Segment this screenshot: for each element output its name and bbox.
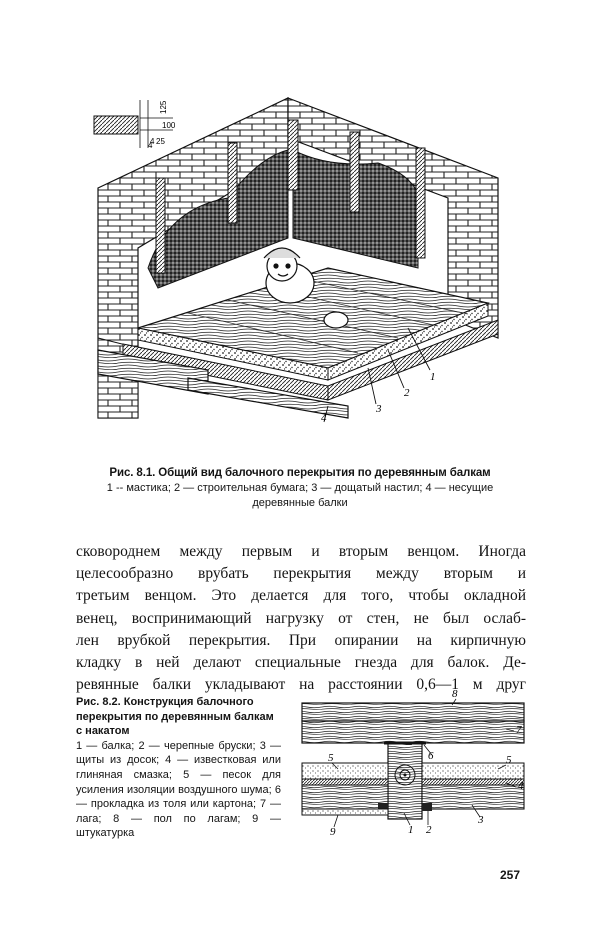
svg-text:100: 100: [162, 121, 176, 130]
label-2: 2: [426, 824, 432, 836]
label-4: 4: [321, 412, 327, 424]
figure-8-1-legend-line1: 1 -- мастика; 2 — строительная бумага; 3…: [106, 482, 494, 494]
svg-text:25: 25: [156, 137, 165, 146]
label-9: 9: [330, 826, 336, 838]
text-line: венец, воспринимающий нагрузку от стен, …: [76, 609, 526, 627]
figure-8-2-legend: 1 — балка; 2 — черепные бруски; 3 — щиты…: [76, 739, 281, 840]
label-5-left: 5: [328, 752, 334, 764]
label-1: 1: [408, 824, 414, 836]
figure-8-1-caption: Рис. 8.1. Общий вид балочного перекрытия…: [70, 466, 530, 511]
figure-8-1-title: Рис. 8.1. Общий вид балочного перекрытия…: [109, 467, 491, 479]
label-3: 3: [477, 814, 484, 826]
label-2: 2: [404, 387, 410, 399]
page-number: 257: [500, 868, 521, 882]
text-line: кладку в ней делают специальные гнезда д…: [76, 654, 526, 672]
figure-8-2-title: Рис. 8.2. Конструкция балочного перекрыт…: [76, 696, 274, 738]
body-paragraph: сковороднем между первым и вторым венцом…: [76, 541, 526, 696]
label-3: 3: [375, 403, 382, 415]
svg-text:4: 4: [148, 141, 153, 150]
text-line: третьим венцом. Это делается для того, ч…: [76, 587, 526, 605]
label-6: 6: [428, 750, 434, 762]
label-4: 4: [518, 780, 524, 792]
label-5-right: 5: [506, 754, 512, 766]
cartoon-figure: [263, 247, 349, 329]
figure-8-2-illustration: 8 7 6 5 5 4 1 2 3 9: [301, 688, 525, 838]
figure-8-1-legend-line2: деревянные балки: [252, 497, 348, 509]
svg-text:4: 4: [150, 137, 155, 146]
dimension-inset: 4 25 100 125 4: [93, 100, 176, 150]
text-line: ревянные балки укладывают на расстоянии …: [76, 676, 526, 694]
label-8: 8: [452, 688, 458, 700]
figure-8-1-illustration: 4 25 100 125 4 1 2 3 4: [93, 97, 499, 424]
label-1: 1: [430, 371, 436, 383]
figure-8-2-caption: Рис. 8.2. Конструкция балочного перекрыт…: [76, 695, 281, 841]
text-line: лен врубкой перекрытия. При опирании на …: [76, 631, 526, 649]
text-line: целесообразно врубать перекрытия между в…: [76, 565, 526, 583]
text-line: сковороднем между первым и вторым венцом…: [76, 543, 526, 560]
svg-text:125: 125: [159, 100, 168, 114]
label-7: 7: [516, 724, 522, 736]
